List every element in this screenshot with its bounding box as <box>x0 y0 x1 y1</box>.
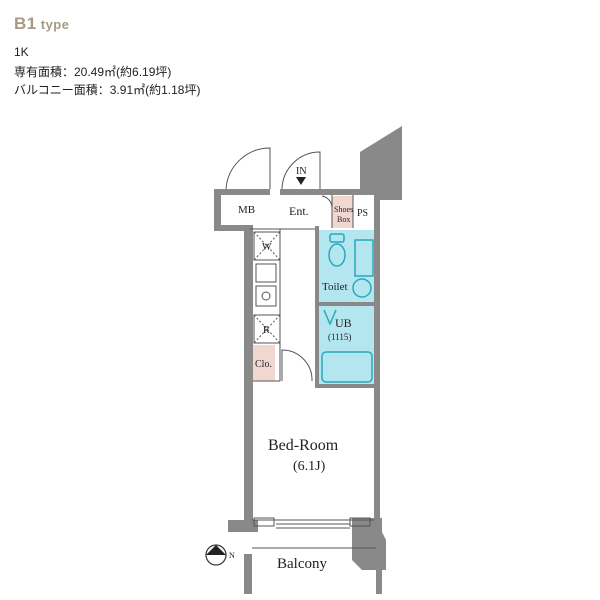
in-label: IN <box>296 166 307 177</box>
doors <box>225 147 333 382</box>
layout-label: 1K <box>14 45 29 59</box>
toilet-label: Toilet <box>322 281 348 293</box>
bath-partition-left <box>315 226 319 388</box>
mb-wall-bottom <box>214 225 250 231</box>
bath-size-label: (1115) <box>328 332 351 342</box>
bedroom-size-label: (6.1J) <box>293 459 326 474</box>
balcony-right-wall <box>376 560 382 594</box>
top-wall-right <box>280 189 376 195</box>
bath-label: UB <box>335 316 352 330</box>
corner-column-bottom <box>352 518 386 570</box>
type-name: B1 <box>14 14 37 33</box>
shoes-label: Shoes <box>334 205 353 214</box>
bath-door-mark <box>323 309 337 326</box>
ps-label: PS <box>357 208 368 219</box>
balcony-label: Balcony <box>277 556 327 572</box>
left-wall <box>244 225 253 525</box>
type-suffix: type <box>40 17 70 32</box>
exclusive-area-label: 専有面積：20.49㎡(約6.19坪) <box>14 65 172 79</box>
entrance-label: Ent. <box>289 204 309 218</box>
toilet-bath-partition <box>319 302 375 306</box>
toilet-cabinet <box>354 239 374 277</box>
bedroom-label: Bed-Room <box>268 437 339 454</box>
right-wall <box>374 190 380 525</box>
bath-fixtures <box>321 233 374 383</box>
closet-label: Clo. <box>255 359 272 370</box>
shoes-box-area <box>332 196 353 228</box>
box-label: Box <box>337 215 350 224</box>
mb-wall-left <box>214 189 221 229</box>
balcony-left-wall <box>244 554 252 594</box>
balcony-area-label: バルコニー面積：3.91㎡(約1.18坪) <box>14 83 201 97</box>
bath-partition-bottom <box>315 384 376 388</box>
left-bottom-wall <box>228 520 258 532</box>
fridge-label: R <box>263 325 270 336</box>
washer-label: W <box>262 242 272 253</box>
bathtub <box>321 351 373 383</box>
toilet-area <box>319 230 375 302</box>
hand-basin <box>352 278 372 298</box>
plan-lines <box>250 195 376 549</box>
closet-area <box>253 345 275 381</box>
mb-wall-top <box>214 189 270 195</box>
north-compass-icon <box>205 544 227 566</box>
toilet-tank <box>329 233 345 243</box>
mb-label: MB <box>238 204 255 216</box>
entrance-arrow-icon <box>296 177 306 185</box>
north-label: N <box>229 551 235 560</box>
corner-column-top <box>360 126 402 200</box>
walls <box>214 126 402 594</box>
toilet-bowl <box>328 243 346 267</box>
